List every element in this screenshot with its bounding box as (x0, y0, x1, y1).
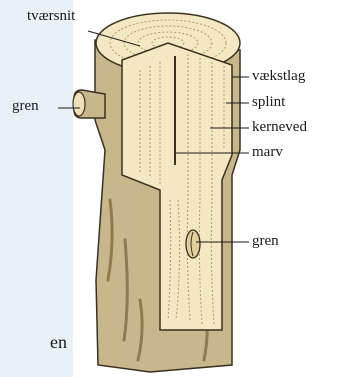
label-branch-left: gren (12, 99, 39, 114)
label-pith: marv (252, 145, 283, 160)
branch-stub-end (73, 92, 85, 116)
label-growth-layer: vækstlag (252, 69, 305, 84)
knot (186, 230, 200, 258)
label-heartwood: kerneved (252, 120, 307, 135)
label-sapwood: splint (252, 95, 285, 110)
label-branch-knot: gren (252, 234, 279, 249)
label-cross-section: tværsnit (27, 9, 75, 24)
partial-text: en (50, 333, 67, 351)
